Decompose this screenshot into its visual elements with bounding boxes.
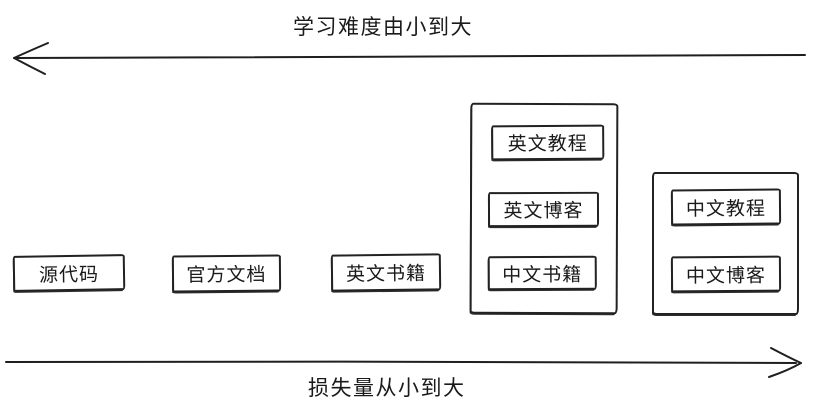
box-label: 英文书籍 xyxy=(345,263,427,286)
box-chinese-tutorials: 中文教程 xyxy=(670,188,782,226)
box-official-docs: 官方文档 xyxy=(171,254,282,293)
box-label: 源代码 xyxy=(38,264,100,286)
group-box-chinese: 中文教程 中文博客 xyxy=(652,172,799,315)
box-label: 中文教程 xyxy=(685,198,767,220)
box-label: 英文博客 xyxy=(503,200,584,223)
box-english-books: 英文书籍 xyxy=(330,253,442,292)
box-chinese-blogs: 中文博客 xyxy=(670,255,782,293)
box-label: 中文书籍 xyxy=(502,264,583,286)
top-axis-label: 学习难度由小到大 xyxy=(293,16,473,39)
box-label: 英文教程 xyxy=(507,133,588,156)
box-english-blogs: 英文博客 xyxy=(487,191,600,228)
box-label: 中文博客 xyxy=(685,265,767,287)
group-box-english-chinese-mix: 英文教程 英文博客 中文书籍 xyxy=(469,102,619,315)
box-source-code: 源代码 xyxy=(12,254,126,292)
left-arrow xyxy=(13,42,806,75)
box-label: 官方文档 xyxy=(186,264,267,287)
box-english-tutorials: 英文教程 xyxy=(491,124,605,161)
bottom-axis-label: 损失量从小到大 xyxy=(308,377,466,400)
right-arrow xyxy=(5,347,802,378)
box-chinese-books: 中文书籍 xyxy=(487,255,597,291)
